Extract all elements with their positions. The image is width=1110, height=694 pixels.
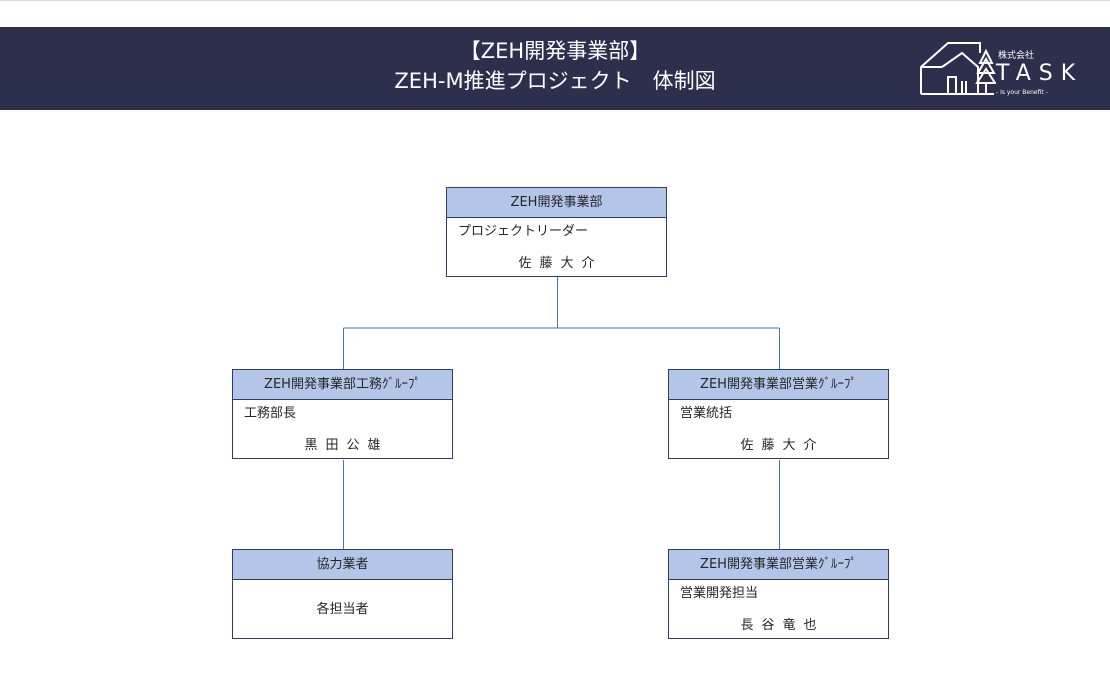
title-banner: 【ZEH開発事業部】 ZEH-M推進プロジェクト 体制図 株式会社 TASK -… [0,27,1110,110]
title-line-2: ZEH-M推進プロジェクト 体制図 [394,69,716,93]
node-role: 工務部長 [244,406,297,421]
node-header: 協力業者 [233,550,452,580]
node-body: 各担当者 [316,602,369,617]
node-header: ZEH開発事業部工務ｸﾞﾙｰﾌﾟ [233,370,452,400]
company-logo: 株式会社 TASK - Is your Benefit - [918,39,1088,99]
node-person: 黒田公雄 [304,438,389,453]
org-node-right-bottom: ZEH開発事業部営業ｸﾞﾙｰﾌﾟ 営業開発担当 長谷竜也 [668,549,889,639]
node-person: 長谷竜也 [740,618,825,633]
title-line-1: 【ZEH開発事業部】 [459,39,651,63]
node-role: 営業開発担当 [680,586,759,601]
node-role: プロジェクトリーダー [458,224,589,239]
node-header: ZEH開発事業部営業ｸﾞﾙｰﾌﾟ [669,370,888,400]
node-person: 佐藤大介 [740,438,825,453]
house-tree-icon [920,42,996,95]
org-node-right-mid: ZEH開発事業部営業ｸﾞﾙｰﾌﾟ 営業統括 佐藤大介 [668,369,889,459]
top-border-line [0,0,1110,1]
logo-name: TASK [996,61,1084,86]
logo-tagline: - Is your Benefit - [996,89,1048,96]
node-header: ZEH開発事業部 [447,188,666,218]
node-person: 佐藤大介 [518,256,603,271]
node-role: 営業統括 [680,406,733,421]
org-node-left-bottom: 協力業者 各担当者 [232,549,453,639]
logo-kabushiki-text: 株式会社 [998,51,1035,61]
org-node-left-mid: ZEH開発事業部工務ｸﾞﾙｰﾌﾟ 工務部長 黒田公雄 [232,369,453,459]
node-header: ZEH開発事業部営業ｸﾞﾙｰﾌﾟ [669,550,888,580]
org-node-top: ZEH開発事業部 プロジェクトリーダー 佐藤大介 [446,187,667,277]
